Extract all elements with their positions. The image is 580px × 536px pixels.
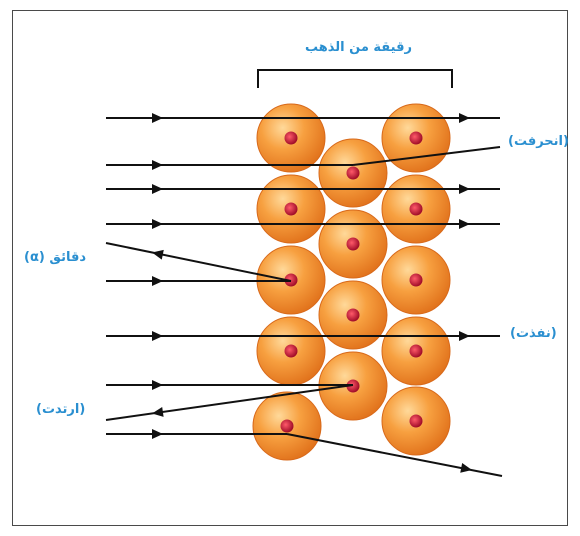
arrowhead-icon <box>152 429 163 439</box>
alpha-ray-deflected <box>352 146 501 166</box>
arrowhead-icon <box>152 407 164 417</box>
deflected-label: (انحرفت) <box>508 134 569 149</box>
arrowhead-icon <box>459 113 470 123</box>
nucleus <box>409 414 423 428</box>
arrowhead-icon <box>459 219 470 229</box>
gold-atom <box>318 280 388 350</box>
arrowhead-icon <box>152 219 163 229</box>
alpha-rays-group <box>105 113 503 477</box>
gold-atom <box>318 209 388 279</box>
gold-atom <box>381 386 451 456</box>
gold-atom <box>256 174 326 244</box>
nucleus <box>409 202 423 216</box>
arrowhead-icon <box>152 160 163 170</box>
passed-through-label: (نفذت) <box>510 326 557 341</box>
nucleus <box>346 308 360 322</box>
nucleus <box>284 202 298 216</box>
alpha-particles-label: دقائق (α) <box>24 250 87 265</box>
gold-atoms-group <box>252 103 451 461</box>
arrowhead-icon <box>152 113 163 123</box>
nucleus <box>409 344 423 358</box>
gold-atom <box>252 391 322 461</box>
gold-atom <box>381 103 451 173</box>
arrowhead-icon <box>152 249 164 260</box>
arrowhead-icon <box>152 184 163 194</box>
gold-atom <box>256 103 326 173</box>
foil-bracket <box>257 69 453 88</box>
arrowhead-icon <box>152 380 163 390</box>
arrowhead-icon <box>152 331 163 341</box>
alpha-ray-reflected <box>105 384 354 421</box>
alpha-ray-reflected <box>105 242 292 282</box>
nucleus <box>346 237 360 251</box>
nucleus <box>284 131 298 145</box>
nucleus <box>346 166 360 180</box>
nucleus <box>409 273 423 287</box>
nucleus <box>284 344 298 358</box>
nucleus <box>280 419 294 433</box>
gold-foil-label: رقيقة من الذهب <box>305 40 412 55</box>
gold-atom <box>318 138 388 208</box>
arrowhead-icon <box>152 276 163 286</box>
gold-atom <box>381 245 451 315</box>
gold-atom <box>381 174 451 244</box>
gold-atom <box>256 316 326 386</box>
arrowhead-icon <box>459 331 470 341</box>
arrowhead-icon <box>460 462 472 473</box>
gold-atom <box>381 316 451 386</box>
nucleus <box>409 131 423 145</box>
reflected-label: (ارتدت) <box>36 402 86 417</box>
arrowhead-icon <box>459 184 470 194</box>
